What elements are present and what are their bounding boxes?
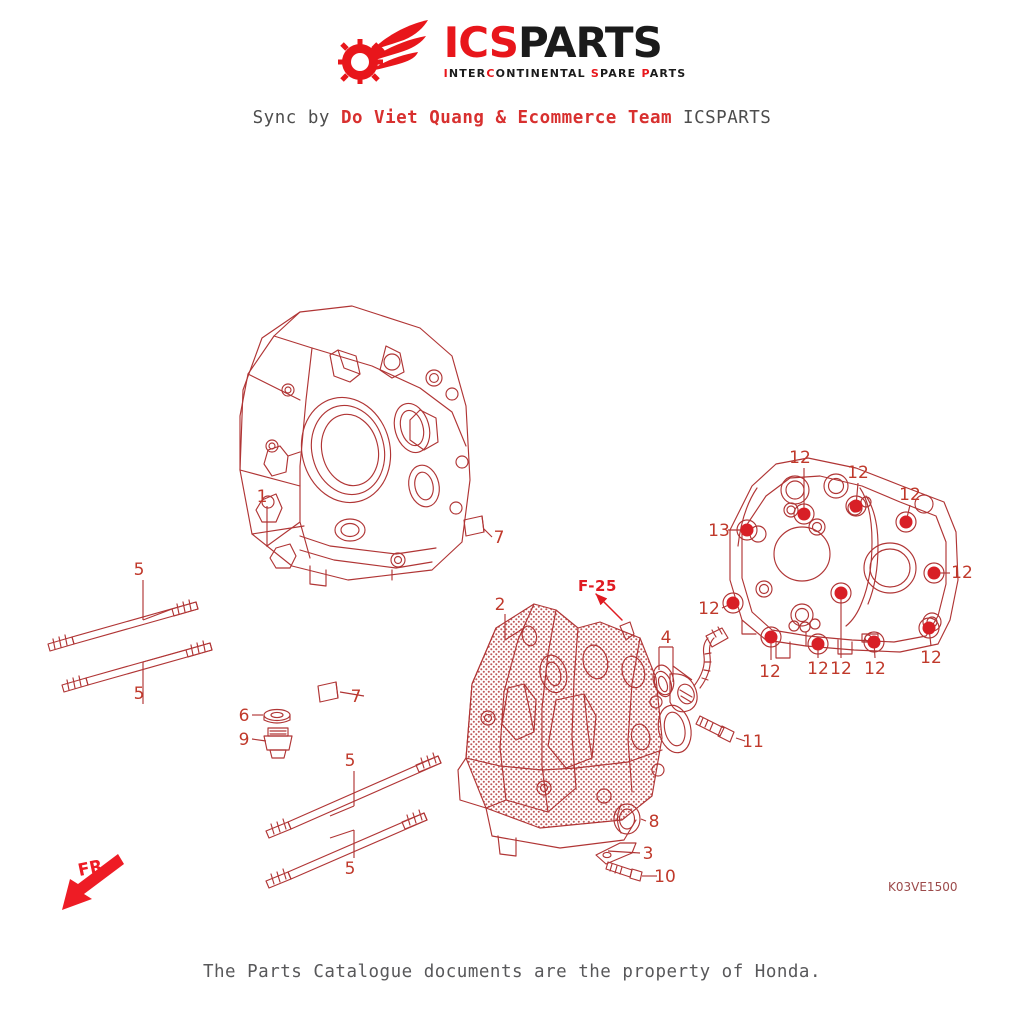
callout-4: 4 [661, 628, 672, 648]
callout-leaders [142, 506, 746, 877]
callout-5-a: 5 [134, 560, 145, 580]
tagline-seg-2: NTER [448, 66, 487, 80]
callout-8: 8 [649, 812, 660, 832]
exploded-parts-diagram: 1 2 3 4 5 5 5 5 6 7 7 8 9 10 11 13 12 12… [0, 150, 1024, 950]
sync-highlight: Do Viet Quang & Ecommerce Team [340, 108, 673, 128]
diagram-canvas: 1 2 3 4 5 5 5 5 6 7 7 8 9 10 11 13 12 12… [47, 305, 973, 910]
stud-bolt-upper-center [265, 752, 442, 839]
tagline-seg-5: S [590, 66, 601, 80]
winged-gear-logo-icon [337, 20, 428, 84]
stud-bolt-lower-center [265, 809, 428, 889]
bolt-markers [721, 468, 950, 660]
callout-9: 9 [239, 730, 250, 750]
flange-bolt-switch [695, 715, 735, 743]
callout-7-a: 7 [494, 528, 505, 548]
callout-5-c: 5 [345, 751, 356, 771]
bolt-callout-9: 12 [864, 659, 886, 679]
dowel-pin-upper [463, 515, 485, 537]
tagline-seg-1: I [443, 66, 449, 80]
brand-title-secondary: PARTS [518, 17, 663, 67]
page-header: ICSPARTS INTERCONTINENTAL SPARE PARTS Sy… [0, 0, 1024, 150]
callout-10: 10 [654, 867, 676, 887]
bolt-callout-10: 12 [920, 648, 942, 668]
bolt-callout-5: 12 [698, 599, 720, 619]
callout-1: 1 [257, 487, 268, 507]
sync-prefix: Sync by [252, 108, 341, 128]
dowel-pin-lower [317, 681, 339, 703]
tagline-seg-3: C [486, 66, 496, 80]
bolt-callout-7: 12 [807, 659, 829, 679]
tagline-seg-4: ONTINENTAL [495, 66, 591, 80]
stud-bolt-upper-left [47, 599, 199, 652]
bolt-callout-8: 12 [830, 659, 852, 679]
bolt-callout-2: 12 [847, 463, 869, 483]
tagline-seg-8: ARTS [649, 66, 687, 80]
flange-bolt-set-plate [605, 861, 643, 882]
oil-pressure-switch [653, 626, 729, 713]
left-crankcase-assembly [239, 305, 471, 587]
callout-7-b: 7 [351, 687, 362, 707]
set-plate [595, 842, 637, 865]
bolt-callout-1: 12 [789, 448, 811, 468]
footer-notice: The Parts Catalogue documents are the pr… [202, 962, 821, 982]
bolt-callout-6: 12 [759, 662, 781, 682]
tagline-seg-7: P [641, 66, 650, 80]
f25-leader [595, 593, 623, 621]
callout-labels: 1 2 3 4 5 5 5 5 6 7 7 8 9 10 11 13 12 12… [134, 448, 973, 887]
tagline-seg-6: PARE [600, 66, 642, 80]
callout-11: 11 [742, 732, 764, 752]
section-reference-f25[interactable]: F-25 [578, 577, 617, 595]
brand-title: ICSPARTS [444, 21, 663, 64]
oil-seal [613, 803, 641, 835]
bolt-callout-4: 12 [951, 563, 973, 583]
drain-bolt [263, 727, 293, 759]
drain-plug-washer [263, 708, 291, 724]
brand-title-primary: ICS [443, 17, 519, 67]
callout-5-b: 5 [134, 684, 145, 704]
callout-3: 3 [643, 844, 654, 864]
callout-6: 6 [239, 706, 250, 726]
bolt-callout-3: 12 [899, 485, 921, 505]
callout-2: 2 [495, 595, 506, 615]
brand-logo: ICSPARTS INTERCONTINENTAL SPARE PARTS [0, 14, 1024, 86]
sync-credit-line: Sync by Do Viet Quang & Ecommerce Team I… [0, 108, 1024, 128]
drawing-code: K03VE1500 [888, 880, 958, 894]
brand-wordmark: ICSPARTS INTERCONTINENTAL SPARE PARTS [444, 21, 687, 79]
right-crankcase-assembly [457, 603, 692, 857]
front-direction-arrow [62, 854, 124, 910]
callout-5-d: 5 [345, 859, 356, 879]
stud-bolt-lower-left [61, 640, 213, 693]
sync-suffix: ICSPARTS [672, 108, 772, 128]
callout-13: 13 [708, 521, 730, 541]
brand-tagline: INTERCONTINENTAL SPARE PARTS [444, 68, 687, 79]
